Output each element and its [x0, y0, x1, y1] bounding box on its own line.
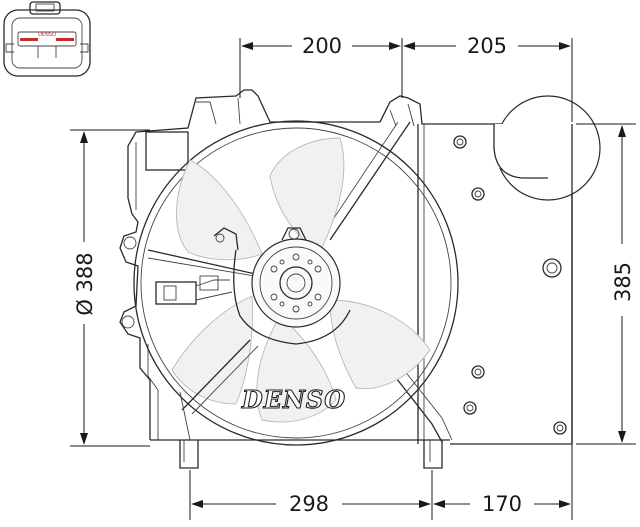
- dimension-left: Ø 388: [70, 129, 150, 447]
- fan-rotor: DENSO: [133, 120, 459, 446]
- fan-logo: DENSO: [241, 385, 346, 414]
- dimension-label-385: 385: [611, 262, 635, 302]
- dimension-right: 385: [576, 123, 636, 445]
- dimension-label-diameter: Ø 388: [73, 252, 97, 315]
- dimension-label-200: 200: [302, 34, 342, 58]
- dimension-label-205: 205: [467, 34, 507, 58]
- connector-inset: DENSO: [3, 1, 91, 77]
- connector-logo: DENSO: [38, 32, 56, 38]
- dimension-top: 200 205: [239, 34, 573, 122]
- dimension-bottom: 298 170: [189, 444, 573, 520]
- dimension-label-298: 298: [289, 492, 329, 516]
- dimension-label-170: 170: [482, 492, 522, 516]
- fan-housing: [119, 89, 601, 469]
